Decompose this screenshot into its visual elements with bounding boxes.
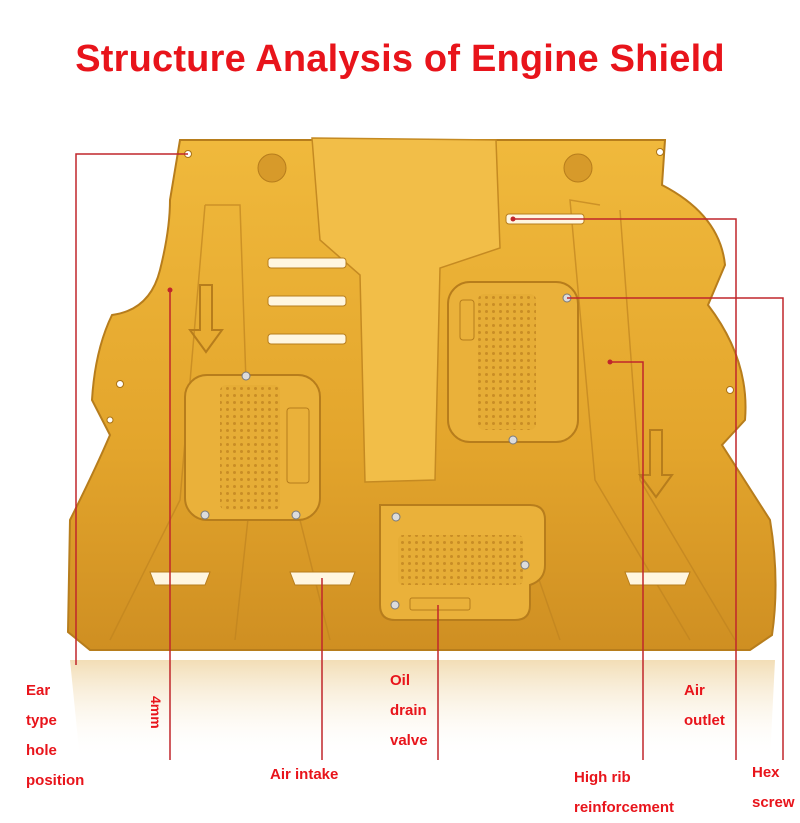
leader-dots xyxy=(167,216,613,365)
label-air-outlet: Air outlet xyxy=(684,682,725,729)
oil-drain-plate xyxy=(379,504,546,621)
label-thickness: 4mm xyxy=(148,696,164,729)
center-channel xyxy=(311,137,501,483)
label-air-intake: Air intake xyxy=(270,766,339,783)
shield-reflection xyxy=(70,660,775,760)
ear-holes xyxy=(106,148,734,424)
right-access-plate xyxy=(447,281,579,445)
leader-hex xyxy=(567,297,784,760)
leader-lines xyxy=(75,153,784,760)
mount-bosses xyxy=(257,153,593,183)
air-intake-slots xyxy=(267,257,347,345)
left-access-plate xyxy=(184,371,321,521)
page-title: Structure Analysis of Engine Shield xyxy=(75,38,725,80)
label-ear-hole: Ear type hole position xyxy=(26,682,85,789)
leader-ear xyxy=(75,153,188,665)
leader-high-rib xyxy=(610,361,644,760)
leader-air-outlet xyxy=(513,218,737,760)
label-high-rib: High rib reinforcement xyxy=(574,769,675,816)
label-oil-drain-valve: Oil drain valve xyxy=(390,672,428,749)
flow-arrows xyxy=(188,284,674,499)
label-hex-screw: Hex screw xyxy=(752,764,795,811)
